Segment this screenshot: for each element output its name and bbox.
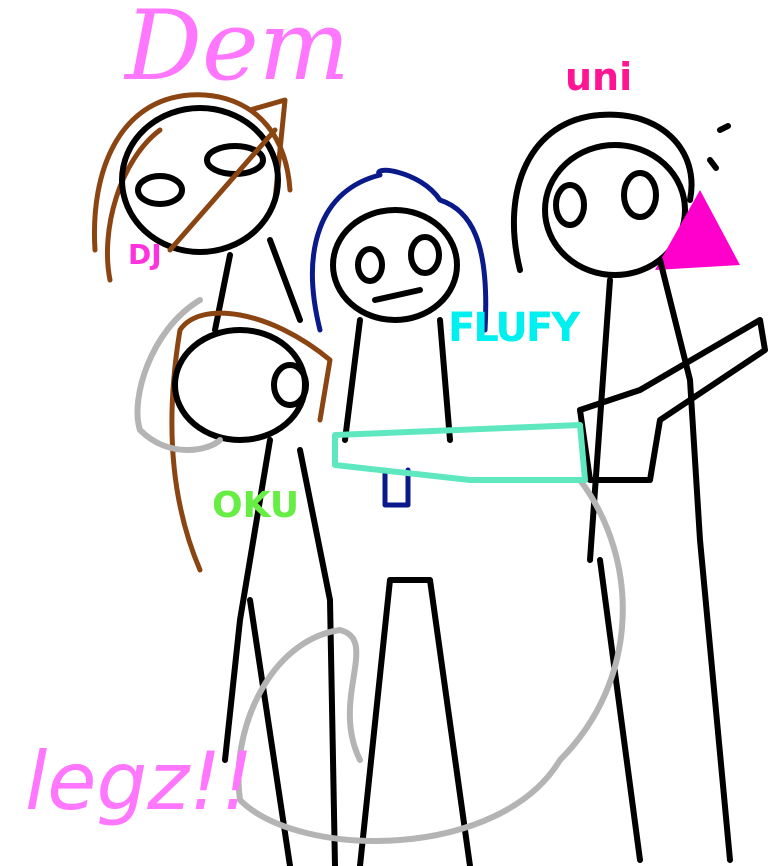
label-uni: uni bbox=[565, 55, 633, 99]
label-fluffy: FLUFY bbox=[448, 305, 580, 351]
title-text: Dem bbox=[125, 0, 350, 102]
uni-accent-shape bbox=[655, 190, 740, 270]
label-dj: DJ bbox=[128, 238, 162, 271]
arm bbox=[332, 422, 588, 483]
character-dj bbox=[91, 92, 303, 333]
character-fluffy bbox=[310, 167, 489, 866]
footer-text: legz!! bbox=[25, 735, 254, 828]
tail bbox=[134, 297, 626, 844]
label-oku: OKU bbox=[212, 485, 300, 526]
guitar bbox=[577, 317, 768, 483]
character-oku bbox=[169, 310, 338, 866]
character-uni bbox=[510, 111, 740, 863]
